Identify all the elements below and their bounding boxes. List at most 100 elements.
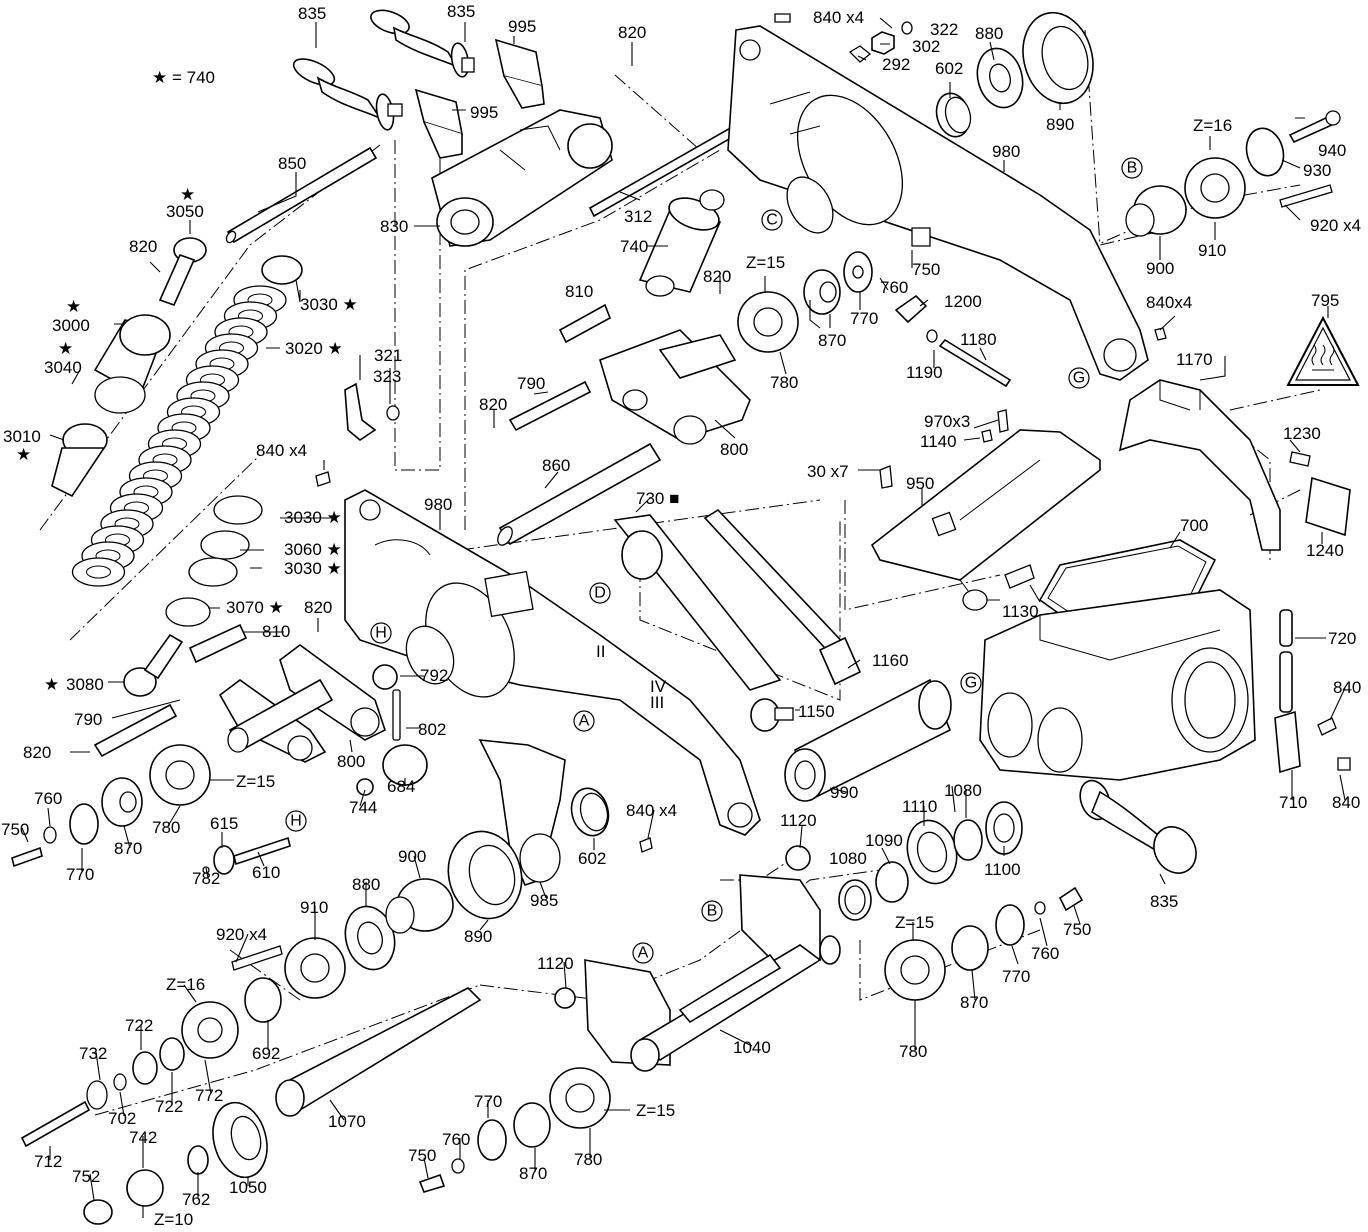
callout-840x4: 840x4 bbox=[1146, 293, 1192, 312]
hub-900-lower bbox=[385, 878, 454, 934]
callout-321: 321 bbox=[374, 346, 402, 365]
shaft-860 bbox=[497, 442, 662, 546]
ref-marker-h: H bbox=[370, 622, 392, 644]
callout-3030: 3030 ★ bbox=[284, 559, 342, 578]
callout-782: 782 bbox=[192, 869, 220, 888]
callout-322: 322 bbox=[930, 20, 958, 39]
callout-615: 615 bbox=[210, 814, 238, 833]
plate-mark-ii: II bbox=[596, 642, 605, 661]
svg-text:C: C bbox=[766, 212, 778, 229]
ref-marker-b-lower: B bbox=[701, 900, 723, 922]
sprocket-780-lower bbox=[11, 744, 211, 868]
pin-790-lower bbox=[93, 703, 178, 758]
callout-770: 770 bbox=[474, 1092, 502, 1111]
callout-830: 830 bbox=[380, 217, 408, 236]
callout-800: 800 bbox=[337, 752, 365, 771]
callout-920x4: 920 x4 bbox=[1310, 216, 1361, 235]
callout-323: 323 bbox=[373, 367, 401, 386]
callout-850: 850 bbox=[278, 154, 306, 173]
star-mark: ★ bbox=[44, 675, 59, 694]
callout-710: 710 bbox=[1279, 793, 1307, 812]
rings-3030 bbox=[165, 255, 303, 627]
bearing-890-top bbox=[1022, 11, 1094, 105]
pin-810-upper bbox=[558, 303, 611, 344]
callout-840x4: 840 x4 bbox=[626, 801, 677, 820]
callout-3000: 3000 bbox=[52, 316, 90, 335]
callout-1080: 1080 bbox=[944, 781, 982, 800]
side-plate-980-top bbox=[727, 25, 1149, 381]
callout-1150: 1150 bbox=[798, 702, 835, 721]
callout-780: 780 bbox=[899, 1042, 927, 1061]
ref-marker-b: B bbox=[1121, 157, 1143, 179]
tube-990 bbox=[784, 678, 952, 802]
callout-870: 870 bbox=[519, 1164, 547, 1183]
gearbox-housing bbox=[979, 589, 1256, 781]
leader-lines bbox=[21, 17, 1346, 1218]
callout-1050: 1050 bbox=[229, 1178, 267, 1197]
nut-302 bbox=[848, 21, 913, 63]
callout-835: 835 bbox=[1150, 892, 1178, 911]
callout-602: 602 bbox=[935, 59, 963, 78]
callout-890: 890 bbox=[1046, 115, 1074, 134]
ref-marker-g-lower: G bbox=[960, 672, 982, 694]
callout-1100: 1100 bbox=[984, 860, 1021, 879]
pin-3010 bbox=[51, 423, 108, 498]
pin-790-upper bbox=[508, 380, 592, 432]
callout-712: 712 bbox=[34, 1152, 62, 1171]
callout-684: 684 bbox=[387, 777, 415, 796]
callout-1040: 1040 bbox=[733, 1038, 771, 1057]
callout-800: 800 bbox=[720, 440, 748, 459]
star-mark: ★ bbox=[180, 185, 195, 204]
hot-surface-warning-icon bbox=[1286, 315, 1360, 386]
callout-980: 980 bbox=[424, 495, 452, 514]
cylinder-730 bbox=[613, 514, 782, 691]
ref-marker-h-lower: H bbox=[285, 810, 307, 832]
callout-700: 700 bbox=[1180, 516, 1208, 535]
callout-890: 890 bbox=[464, 927, 492, 946]
spring-stack-3020 bbox=[71, 285, 287, 587]
callout-970x3: 970x3 bbox=[924, 412, 970, 431]
sprocket-772 bbox=[20, 1001, 239, 1148]
sprocket-780-upper bbox=[737, 251, 873, 353]
bracket-985 bbox=[478, 739, 566, 886]
callout-820: 820 bbox=[23, 743, 51, 762]
handle-835-lower bbox=[1079, 779, 1197, 874]
star-mark: ★ bbox=[16, 445, 31, 464]
svg-text:H: H bbox=[290, 813, 302, 830]
callout-910: 910 bbox=[300, 898, 328, 917]
bearing-890-lower bbox=[447, 830, 523, 920]
callout-750: 750 bbox=[912, 260, 940, 279]
callout-1120: 1120 bbox=[537, 954, 574, 973]
wedge-995 bbox=[414, 38, 545, 159]
callout-3080: 3080 bbox=[66, 675, 104, 694]
handle-835-right bbox=[370, 9, 475, 78]
callout-900: 900 bbox=[398, 847, 426, 866]
callout-810: 810 bbox=[262, 622, 290, 641]
callout-930: 930 bbox=[1303, 161, 1331, 180]
gear-615 bbox=[202, 836, 291, 875]
handle-835-left bbox=[292, 58, 403, 131]
ref-marker-a-lower: A bbox=[632, 942, 654, 964]
callout-820: 820 bbox=[304, 598, 332, 617]
plate-mark-iii: III bbox=[650, 693, 664, 712]
bolt-3080 bbox=[123, 633, 184, 697]
callout-3030: 3030 ★ bbox=[284, 508, 342, 527]
sprocket-780-bottom bbox=[418, 1067, 611, 1193]
callout-780: 780 bbox=[574, 1150, 602, 1169]
callout-760: 760 bbox=[34, 789, 62, 808]
knob-792 bbox=[356, 664, 428, 796]
disc-spring bbox=[71, 557, 126, 587]
svg-text:A: A bbox=[579, 713, 590, 730]
callout-z15: Z=15 bbox=[746, 253, 785, 272]
callout-750: 750 bbox=[1063, 920, 1091, 939]
callout-780: 780 bbox=[770, 373, 798, 392]
callout-770: 770 bbox=[66, 865, 94, 884]
ref-marker-a: A bbox=[573, 710, 595, 732]
bolt-1150 bbox=[750, 698, 794, 732]
callout-835: 835 bbox=[298, 4, 326, 23]
callout-990: 990 bbox=[830, 783, 858, 802]
callout-950: 950 bbox=[906, 474, 934, 493]
svg-text:B: B bbox=[707, 903, 718, 920]
callout-1080: 1080 bbox=[829, 849, 867, 868]
callout-870: 870 bbox=[960, 993, 988, 1012]
